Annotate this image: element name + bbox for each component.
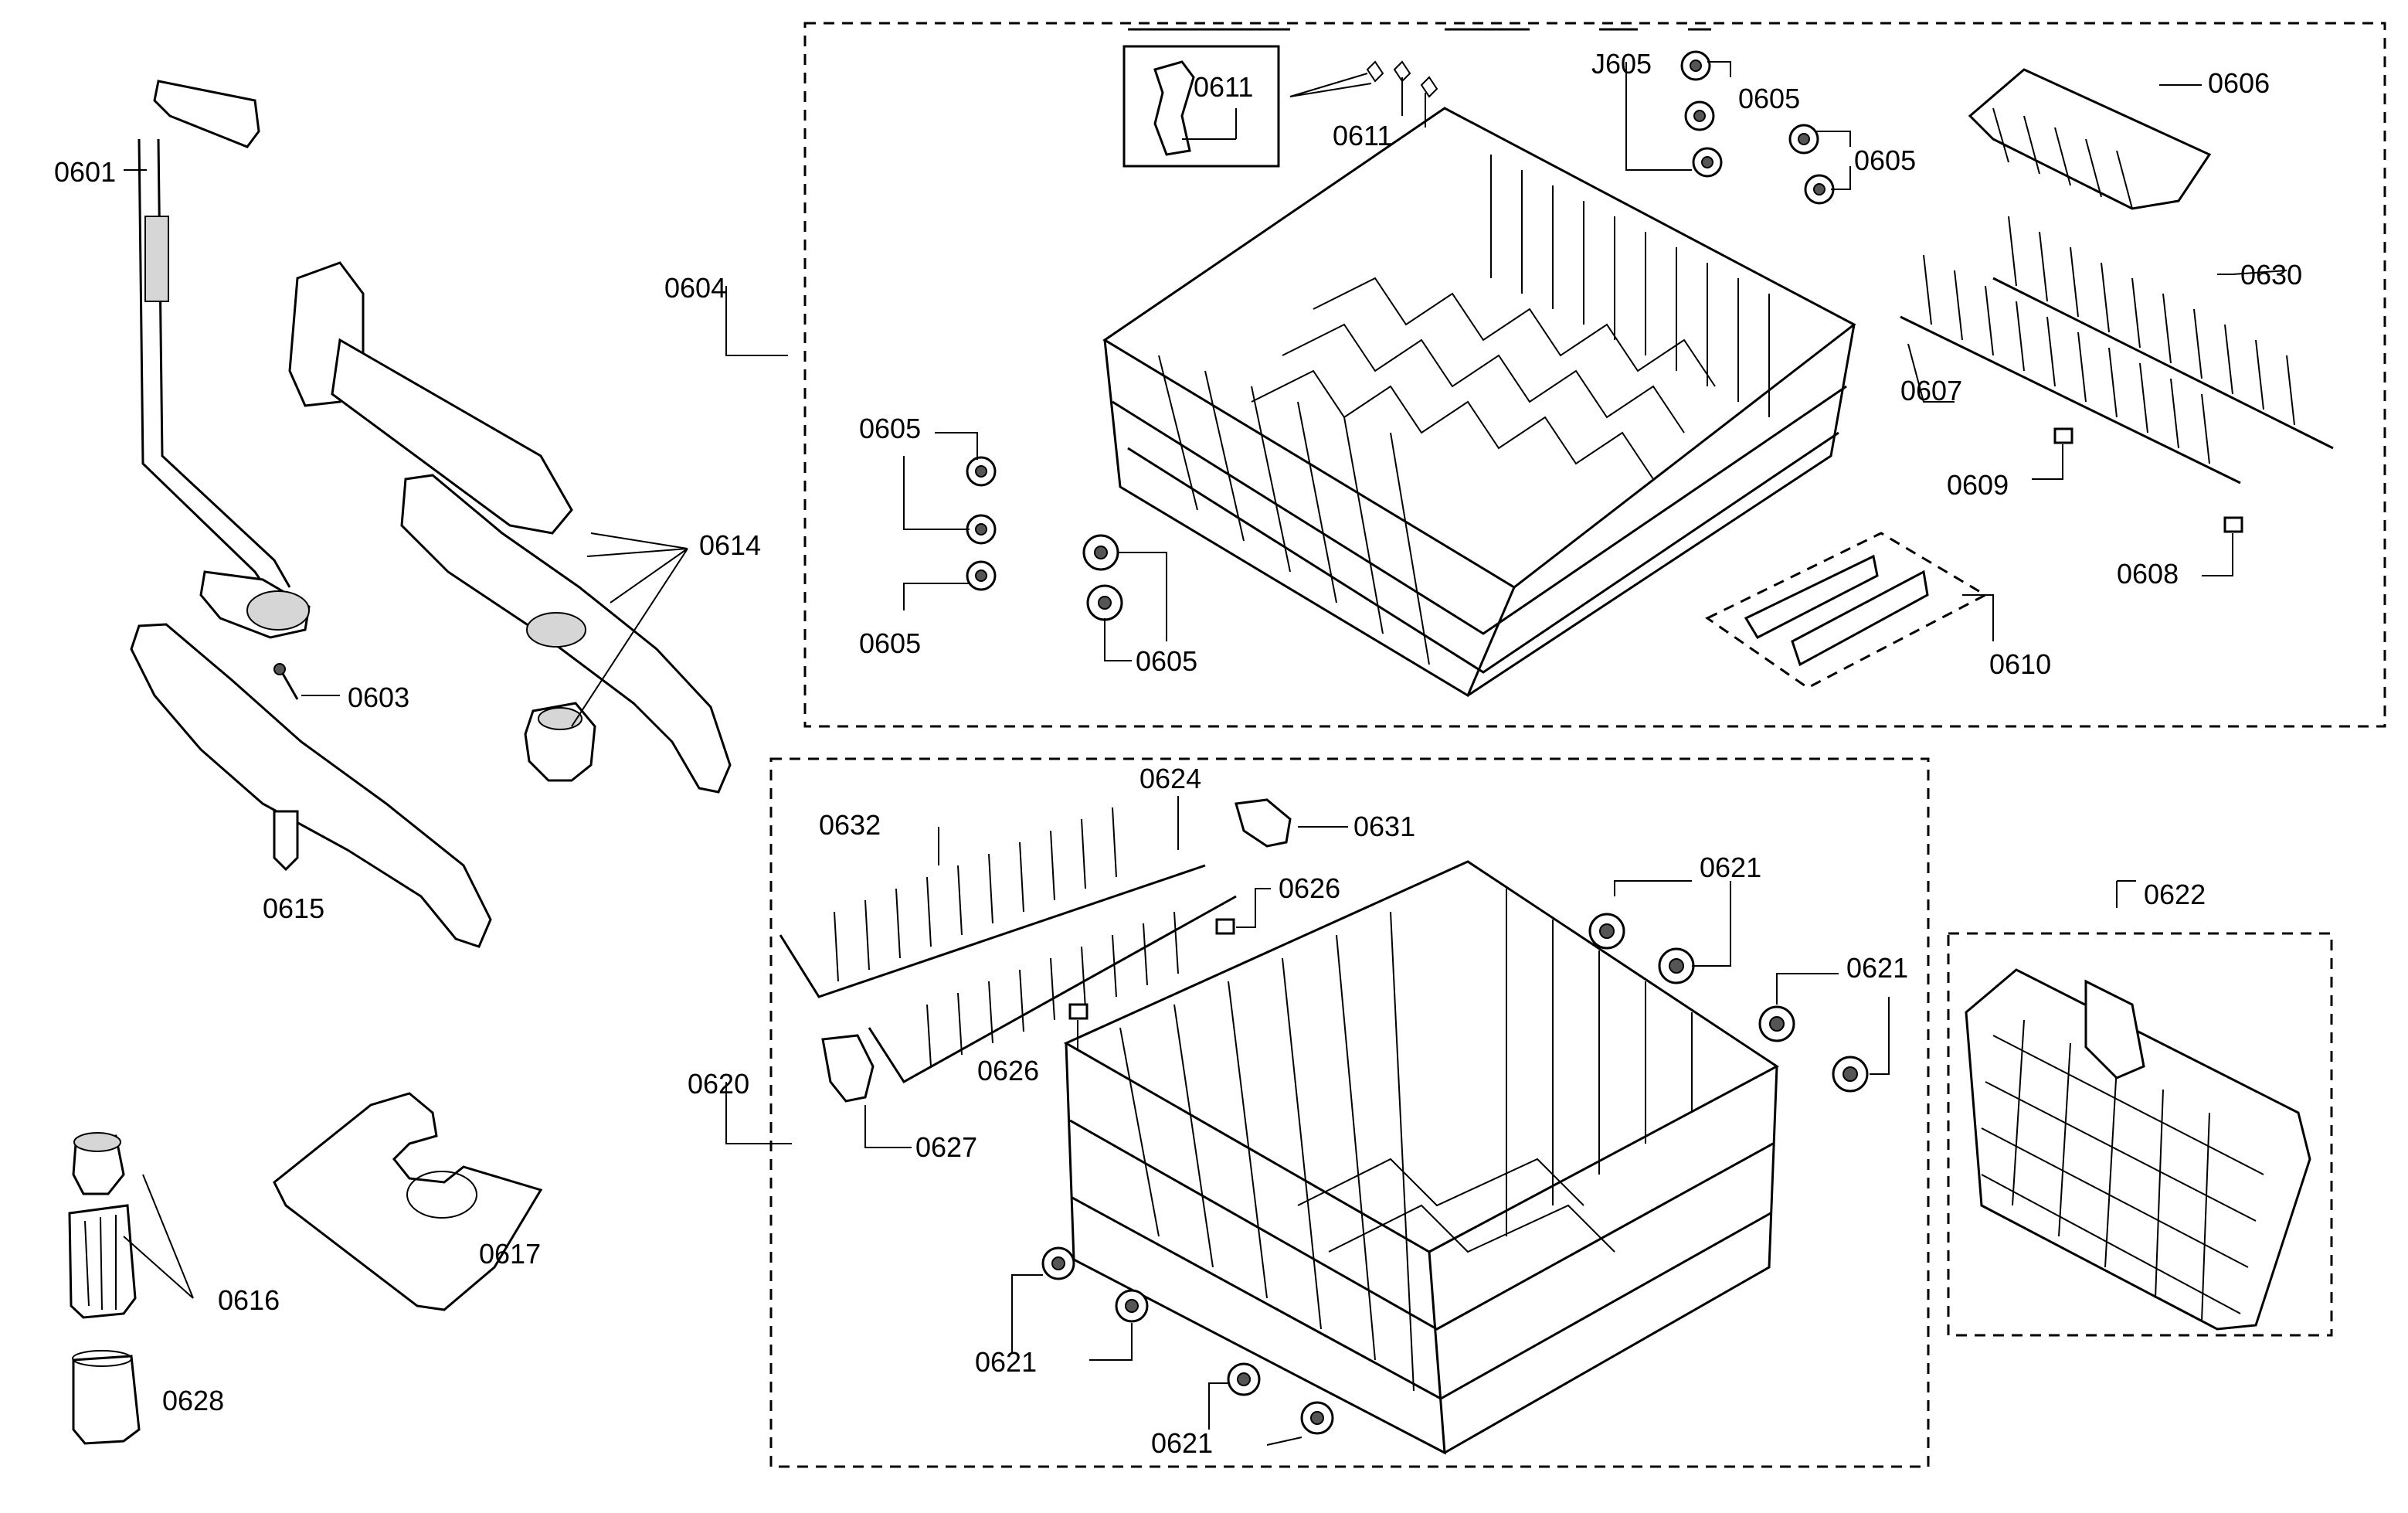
upper-spray-arm-0614 xyxy=(288,261,732,794)
tine-row-0632 xyxy=(779,807,1206,998)
roller-group-0605-left xyxy=(903,432,1167,661)
callout-0611: 0611 xyxy=(1333,120,1392,151)
rack-handle-0610 xyxy=(1705,532,1994,689)
clip-0609 xyxy=(2032,427,2073,480)
callout-0624: 0624 xyxy=(1139,763,1201,794)
callout-labels: 0601 0603 0604 J605 0605 0605 0605 0605 … xyxy=(54,48,2302,1459)
upper-rack-basket xyxy=(1102,107,1856,698)
callout-0605: 0605 xyxy=(859,627,921,659)
callout-0632: 0632 xyxy=(819,809,881,841)
micro-filter-0628 xyxy=(72,1350,141,1445)
callout-0626: 0626 xyxy=(977,1055,1039,1086)
filter-assembly-0616 xyxy=(68,1132,137,1319)
screw-0603 xyxy=(273,663,299,700)
callout-0615: 0615 xyxy=(263,892,324,924)
spray-supply-tube-0601 xyxy=(138,80,311,639)
clip-0608 xyxy=(2202,516,2243,576)
callout-0620: 0620 xyxy=(688,1068,749,1100)
cutlery-basket-group-box xyxy=(1947,932,2333,1337)
cutlery-basket-0622 xyxy=(1965,880,2311,1331)
clip-0627 xyxy=(821,1034,912,1148)
callout-0630: 0630 xyxy=(2240,259,2302,291)
callout-0608: 0608 xyxy=(2117,558,2179,590)
upper-rack-group-box xyxy=(803,22,2386,728)
lower-spray-arm-0615 xyxy=(130,623,492,948)
callout-0621: 0621 xyxy=(1846,952,1908,984)
callout-0607: 0607 xyxy=(1900,375,1962,406)
lower-rack-basket xyxy=(1063,860,1779,1455)
callout-0626: 0626 xyxy=(1279,872,1340,904)
callout-0627: 0627 xyxy=(915,1131,977,1163)
callout-0628: 0628 xyxy=(162,1385,224,1416)
callout-0611: 0611 xyxy=(1194,71,1253,103)
clip-0631 xyxy=(1235,798,1348,848)
callout-0610: 0610 xyxy=(1989,648,2051,680)
callout-0605: J605 xyxy=(1591,48,1652,80)
callout-0621: 0621 xyxy=(1151,1427,1213,1459)
wheel-group-0621 xyxy=(1011,880,1890,1446)
callout-0609: 0609 xyxy=(1947,469,2009,501)
callout-0621: 0621 xyxy=(975,1346,1037,1378)
callout-0631: 0631 xyxy=(1353,811,1415,842)
filter-plate-0617 xyxy=(273,1092,543,1311)
callout-0614: 0614 xyxy=(699,529,761,561)
clip-inset-0611 xyxy=(1122,45,1438,168)
callout-0605: 0605 xyxy=(1854,144,1916,176)
callout-0604: 0604 xyxy=(664,272,726,304)
tine-row-0624 xyxy=(868,796,1237,1083)
callout-0606: 0606 xyxy=(2208,67,2270,99)
clip-0626-a xyxy=(1215,888,1271,935)
roller-group-0605-upper xyxy=(1625,50,1851,205)
callout-0605: 0605 xyxy=(859,413,921,444)
callout-0603: 0603 xyxy=(348,682,409,713)
callout-0622: 0622 xyxy=(2144,879,2206,910)
leader-lines xyxy=(123,169,2287,1299)
callout-0621: 0621 xyxy=(1700,852,1761,883)
rack-insert-0606 xyxy=(1968,68,2212,210)
callout-0616: 0616 xyxy=(218,1284,280,1316)
callout-0617: 0617 xyxy=(479,1238,541,1270)
lower-rack-group-box xyxy=(769,757,1930,1468)
callout-0605: 0605 xyxy=(1738,83,1800,114)
tine-row-0630 xyxy=(1900,216,2334,484)
callout-0605: 0605 xyxy=(1136,645,1197,677)
callout-0601: 0601 xyxy=(54,156,116,188)
clip-0626-b xyxy=(1068,1003,1089,1051)
